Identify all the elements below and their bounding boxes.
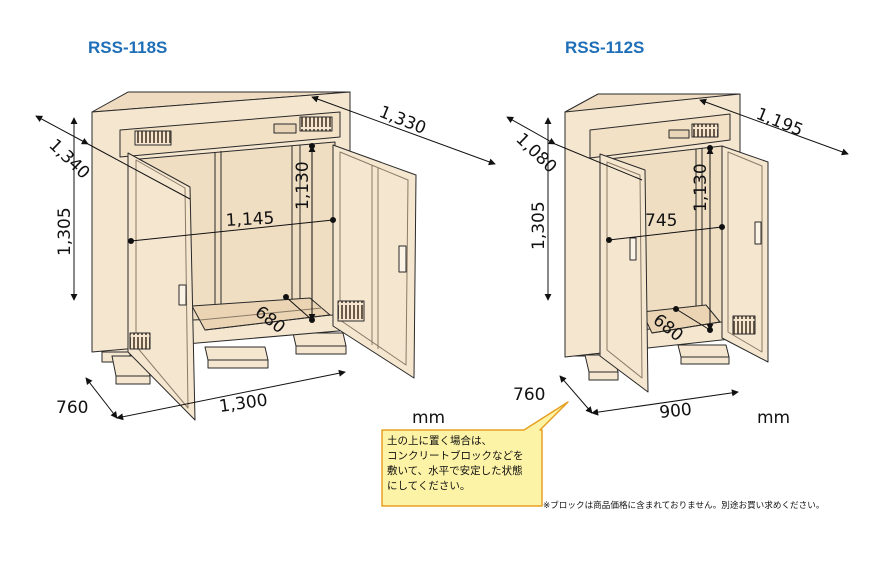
dim-width-top-right: 1,195: [753, 104, 806, 141]
model-title-rss-118s: RSS-118S: [88, 38, 168, 57]
dim-height-left: 1,305: [55, 207, 75, 256]
callout-line: 土の上に置く場合は、: [387, 435, 492, 447]
dim-base-width-left: 1,300: [218, 390, 269, 417]
callout-text: 土の上に置く場合は、 コンクリートブロックなどを 敷いて、水平で安定した状態 に…: [387, 434, 537, 494]
dim-base-depth-left: 760: [56, 398, 88, 418]
dimension-lines-left: [35, 95, 496, 421]
block-note: ※ブロックは商品価格に含まれておりません。別途お買い求めください。: [543, 501, 825, 511]
dim-inner-width-left: 1,145: [225, 208, 275, 231]
cabinet-rss-118s: [91, 91, 417, 421]
dim-inner-height-left: 1,130: [293, 161, 313, 210]
callout-line: 敷いて、水平で安定した状態: [387, 465, 523, 477]
dim-height-right: 1,305: [529, 201, 549, 250]
cabinet-rss-112s: [564, 93, 769, 393]
dim-width-top-left: 1,330: [376, 102, 429, 139]
dim-inner-width-right: 745: [645, 211, 677, 231]
callout-line: コンクリートブロックなどを: [387, 450, 524, 462]
callout-line: にしてください。: [387, 480, 471, 492]
dim-inner-height-right: 1,130: [691, 163, 711, 212]
unit-left: mm: [412, 408, 445, 428]
dim-base-depth-right: 760: [513, 385, 545, 405]
dimension-lines-right: [506, 98, 849, 416]
dim-base-width-right: 900: [658, 400, 692, 423]
callout-box: [381, 401, 569, 507]
model-title-rss-112s: RSS-112S: [565, 38, 645, 57]
dim-depth-top-right: 1,080: [512, 129, 561, 177]
unit-right: mm: [757, 408, 790, 428]
